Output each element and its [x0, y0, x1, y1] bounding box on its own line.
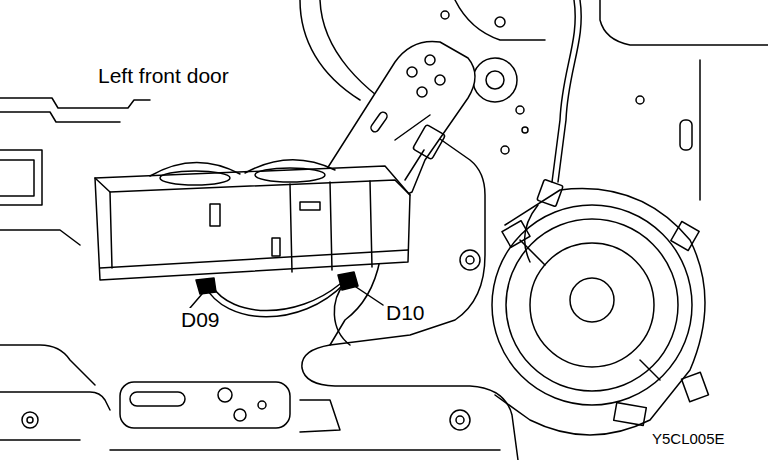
speaker-part	[506, 219, 678, 391]
bracket-arm-part	[435, 75, 445, 85]
door-bottom-part	[27, 417, 33, 423]
door-inner-panel-part	[495, 17, 505, 27]
door-trim-part	[0, 345, 95, 385]
door-trim-part	[0, 112, 120, 122]
motor-housing-part	[370, 181, 372, 267]
harness-part	[334, 283, 350, 345]
motor-housing-part	[290, 184, 292, 272]
harness-part	[338, 272, 358, 290]
speaker-wire-part	[525, 205, 538, 262]
speaker-wire-part	[558, 0, 581, 182]
motor-housing-part	[300, 202, 320, 210]
speaker-part	[614, 403, 647, 426]
speaker-part	[502, 221, 530, 248]
connector-label: D10	[384, 301, 427, 325]
leader-line	[190, 287, 383, 308]
door-bottom-part	[22, 412, 38, 428]
motor-housing-part	[150, 162, 240, 176]
speaker-part	[495, 189, 705, 435]
door-inner-panel-part	[460, 250, 480, 270]
motor-housing-part	[110, 192, 112, 268]
door-bottom-part	[450, 410, 470, 430]
bracket-arm-part	[369, 111, 388, 134]
door-trim-part	[0, 160, 34, 196]
door-inner-panel-part	[300, 0, 360, 100]
bracket-arm-part	[417, 87, 427, 97]
speaker-wire	[525, 0, 581, 262]
door-bottom-part	[456, 416, 464, 424]
speaker-part	[530, 243, 654, 367]
door-inner-panel-part	[473, 58, 517, 102]
motor-housing-part	[95, 166, 410, 280]
figure-code: Y5CL005E	[650, 430, 727, 447]
motor-housing-part	[245, 160, 335, 173]
figure-code-holder: Y5CL005E	[650, 430, 727, 448]
speaker-part	[671, 221, 699, 250]
door-inner-panel-part	[516, 106, 524, 114]
motor-housing-part	[272, 238, 280, 256]
motor-housing-part	[330, 182, 332, 270]
door-bottom-part	[300, 400, 340, 432]
door-bottom-part	[110, 449, 500, 451]
motor-housing-part	[255, 168, 325, 182]
door-bottom-part	[218, 388, 232, 402]
door-inner-panel-part	[636, 96, 644, 104]
door-bottom-part	[130, 392, 185, 406]
door-bottom-part	[258, 401, 266, 409]
connector-label: D09	[179, 308, 222, 332]
door-trim-part	[0, 98, 150, 108]
door-inner-panel-part	[522, 127, 528, 133]
door-bottom-part	[0, 439, 80, 441]
speaker-wire-part	[552, 0, 575, 182]
door-inner-panel-part	[455, 0, 545, 40]
door-bottom-part	[0, 392, 110, 410]
door-inner-panel-part	[330, 260, 380, 345]
door-inner-panel-part	[680, 120, 692, 150]
speaker-part	[640, 360, 660, 380]
bracket-arm-part	[412, 124, 445, 159]
connector-label-holder: D09	[179, 308, 222, 332]
speaker-part	[681, 372, 708, 401]
harness-part	[205, 283, 345, 317]
motor-housing	[95, 160, 410, 280]
speaker	[492, 189, 709, 435]
view-title: Left front door	[96, 64, 231, 88]
speaker-part	[570, 278, 614, 322]
speaker-part	[520, 240, 545, 265]
door-inner-panel-part	[486, 71, 504, 89]
door-inner-panel-part	[501, 146, 509, 154]
motor-housing-part	[95, 178, 410, 195]
door-trim-part	[0, 150, 42, 205]
door-inner-panel-part	[699, 60, 701, 200]
leader-line-part	[356, 287, 383, 305]
view-title-holder: Left front door	[96, 64, 231, 88]
motor-housing-part	[160, 171, 230, 185]
motor-housing-part	[100, 250, 408, 268]
bracket-arm-part	[425, 55, 435, 65]
motor-housing-part	[210, 204, 220, 226]
door-bottom-part	[234, 409, 246, 421]
door-inner-panel-part	[600, 0, 768, 45]
door-bottom	[0, 382, 500, 450]
speaker-part	[492, 205, 692, 405]
bracket-arm-part	[405, 150, 424, 180]
leader-line-part	[190, 294, 202, 308]
door-bottom-part	[120, 382, 290, 428]
harness-part	[196, 278, 216, 294]
door-inner-panel-part	[466, 256, 474, 264]
door-inner-panel-part	[441, 11, 449, 19]
bracket-arm-part	[407, 67, 417, 77]
door-trim-part	[0, 230, 80, 245]
harness-part	[212, 284, 340, 311]
connector-label-holder: D10	[384, 301, 427, 325]
